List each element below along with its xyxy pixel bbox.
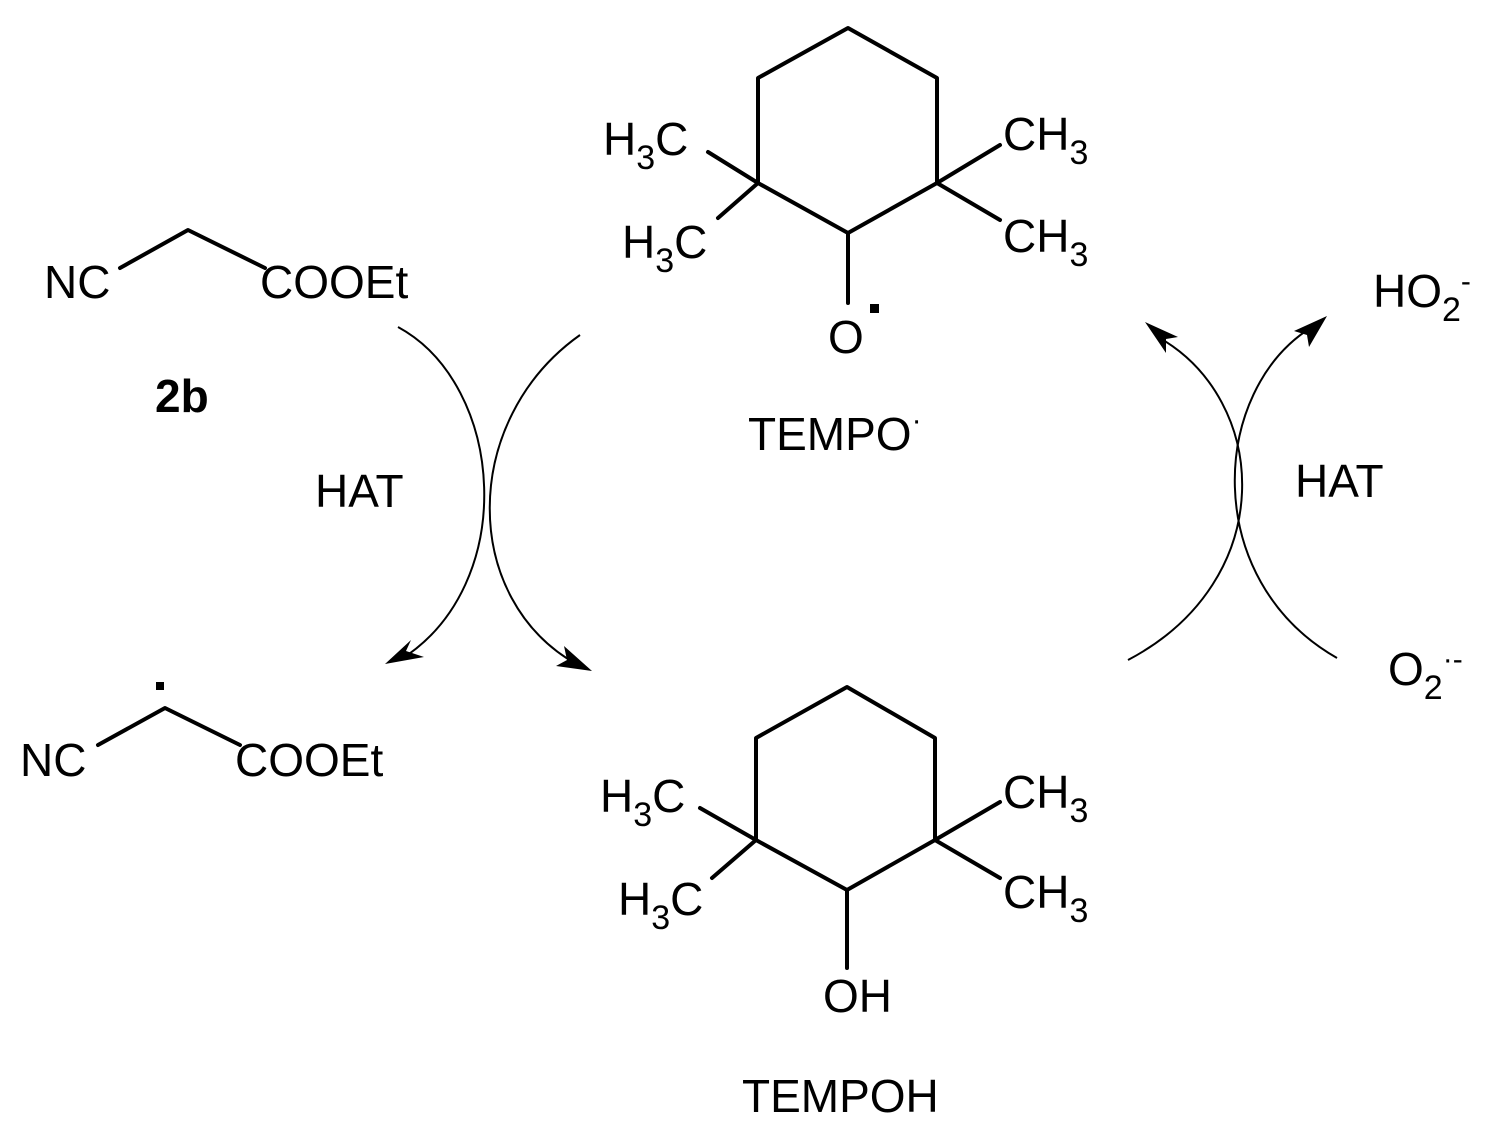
tempo-methyl-upper-right: CH3 (1003, 108, 1088, 172)
radical-dot-icon (870, 304, 879, 313)
tempoh-methyl-upper-left: H3C (600, 770, 685, 834)
left-arc-tempo-to-tempoh (488, 334, 581, 666)
tempoh-structure: H3C H3C CH3 CH3 OH TEMPOH (600, 685, 1088, 1122)
reagent-malonate-bonds (118, 228, 267, 270)
tempo-methyl-bond (706, 150, 760, 185)
tempo-methyl-bond (935, 181, 1002, 222)
tempoh-methyl-bond (933, 800, 1002, 842)
tempoh-methyl-lower-left: H3C (618, 873, 703, 937)
tempo-methyl-lower-left: H3C (622, 216, 707, 280)
arrowhead-icon (1294, 316, 1327, 347)
malonate-radical-bonds (96, 706, 242, 747)
hat-label-left: HAT (315, 465, 404, 517)
arrowhead-icon (1145, 322, 1178, 353)
tempoh-methyl-upper-right: CH3 (1003, 766, 1088, 830)
reagent-malonate-ester: COOEt (260, 256, 408, 308)
tempo-structure: H3C H3C CH3 CH3 O TEMPO· (603, 26, 1088, 460)
tempoh-name: TEMPOH (742, 1070, 939, 1122)
tempoh-methyl-bond (710, 838, 758, 880)
tempo-methyl-upper-left: H3C (603, 113, 688, 177)
tempo-oxygen: O (828, 311, 864, 363)
tempo-methyl-bond (935, 143, 1002, 185)
left-hat-arrows: HAT (315, 326, 592, 671)
tempo-name: TEMPO· (748, 404, 922, 460)
right-arc-superoxide-to-hydroperoxide (1233, 326, 1338, 659)
malonate-radical-ester: COOEt (235, 734, 383, 786)
reagent-malonate-nc: NC (44, 256, 110, 308)
arrowhead-icon (385, 640, 424, 664)
malonate-radical: NC COOEt (20, 682, 383, 786)
right-arc-tempoh-to-tempo (1127, 336, 1243, 661)
radical-dot-icon (156, 682, 164, 690)
tempoh-methyl-bond (698, 806, 758, 842)
hydroperoxide-anion: HO2- (1373, 265, 1471, 329)
left-arc-reagent-to-radical (397, 326, 486, 661)
superoxide-radical-anion: O2·- (1388, 643, 1463, 707)
tempo-methyl-lower-right: CH3 (1003, 210, 1088, 274)
malonate-radical-nc: NC (20, 734, 86, 786)
tempoh-methyl-bond (933, 838, 1002, 880)
right-hat-arrows: HAT (1127, 316, 1384, 661)
arrowhead-icon (556, 646, 592, 671)
tempo-methyl-bond (716, 181, 760, 220)
reagent-malonate: NC COOEt 2b (44, 228, 408, 422)
compound-label-2b: 2b (155, 370, 209, 422)
tempo-ring (756, 26, 939, 235)
tempoh-ring (754, 685, 937, 892)
hat-label-right: HAT (1295, 455, 1384, 507)
tempoh-hydroxyl: OH (823, 970, 892, 1022)
tempoh-methyl-lower-right: CH3 (1003, 866, 1088, 930)
